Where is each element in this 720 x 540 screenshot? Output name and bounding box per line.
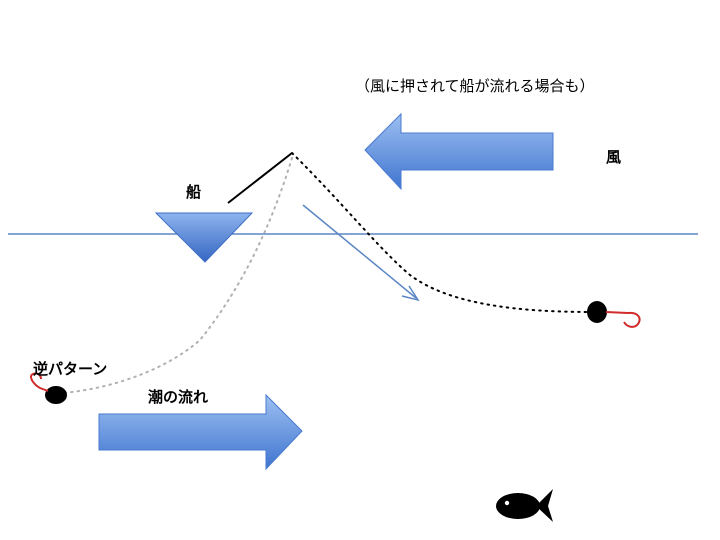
current-arrow (98, 393, 303, 471)
drift-direction-arrowhead (401, 285, 420, 302)
wind-drift-note: （風に押されて船が流れる場合も） (355, 77, 595, 95)
boat-hull (154, 212, 254, 263)
main-line-dotted (291, 152, 593, 313)
wind-label: 風 (606, 148, 622, 166)
fishing-rod (227, 152, 293, 204)
boat-label: 船 (186, 183, 202, 201)
sinker-right (587, 301, 607, 323)
sinker-left (45, 386, 67, 404)
hook-right-icon (605, 311, 641, 328)
current-label: 潮の流れ (148, 388, 209, 406)
wind-arrow (364, 112, 554, 191)
drift-direction-arrow (302, 204, 417, 299)
fish-icon (496, 489, 553, 522)
reverse-pattern-label: 逆パターン (33, 360, 108, 378)
hook-left-icon (30, 372, 49, 392)
